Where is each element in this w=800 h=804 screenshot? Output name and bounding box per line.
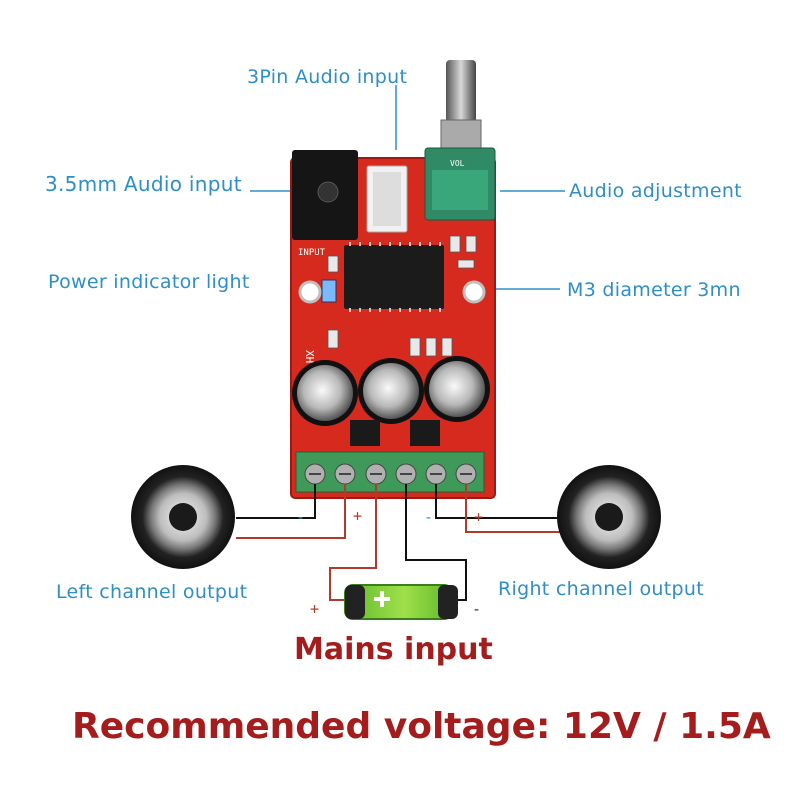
- amplifier-board: INPUT VOL XH-M - OUT + 12V: [290, 60, 496, 513]
- recommended-voltage: Recommended voltage: 12V / 1.5A: [72, 706, 771, 747]
- right-minus: -: [424, 508, 433, 526]
- mains-input-title: Mains input: [294, 632, 493, 667]
- silk-vol: VOL: [450, 159, 465, 168]
- svg-text:-: -: [301, 502, 307, 513]
- label-left-channel: Left channel output: [56, 581, 248, 603]
- polarity-marks: - + - + + -: [296, 507, 483, 618]
- right-speaker: [557, 465, 661, 569]
- svg-text:+: +: [355, 502, 361, 513]
- label-power-indicator: Power indicator light: [48, 271, 250, 293]
- right-plus: +: [474, 508, 483, 526]
- terminal-labels: - OUT + 12V GND - OUT +: [301, 502, 480, 513]
- label-3pin-audio-input: 3Pin Audio input: [247, 66, 408, 88]
- battery-plus: +: [310, 600, 319, 618]
- wires: [236, 484, 560, 601]
- svg-text:+: +: [474, 502, 480, 513]
- label-jack-audio-input: 3.5mm Audio input: [45, 172, 242, 196]
- battery-minus: -: [472, 600, 481, 618]
- svg-text:GND: GND: [398, 502, 416, 513]
- label-audio-adjustment: Audio adjustment: [569, 180, 742, 202]
- amplifier-chip: [344, 245, 444, 309]
- left-plus: +: [353, 507, 362, 525]
- svg-text:12V: 12V: [365, 502, 383, 513]
- power-led: [321, 279, 337, 303]
- left-minus: -: [296, 508, 305, 526]
- battery-icon: [344, 584, 458, 620]
- label-m3-diameter: M3 diameter 3mn: [567, 279, 741, 301]
- capacitors: [292, 356, 490, 426]
- mount-hole-right: [462, 280, 486, 304]
- left-speaker: [131, 465, 235, 569]
- mount-hole-left: [298, 280, 322, 304]
- svg-text:OUT: OUT: [442, 502, 460, 513]
- svg-text:OUT: OUT: [313, 502, 331, 513]
- terminal-block: [295, 451, 485, 493]
- silk-input: INPUT: [298, 248, 326, 258]
- label-right-channel: Right channel output: [498, 578, 704, 600]
